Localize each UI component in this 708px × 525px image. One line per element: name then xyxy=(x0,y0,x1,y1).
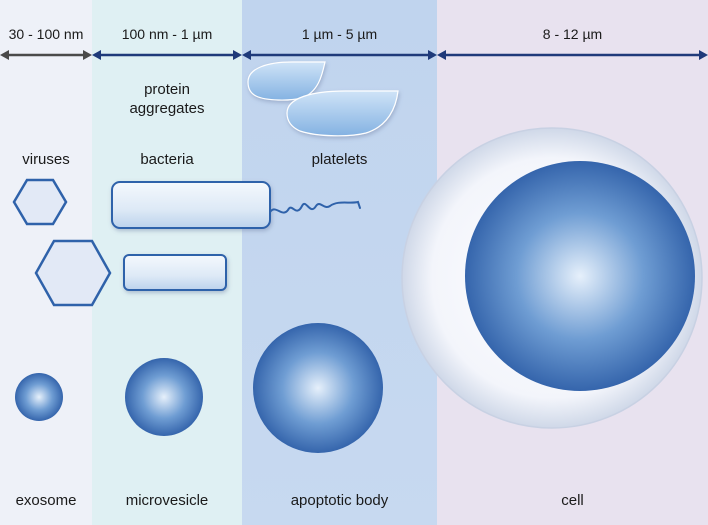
label-bacteria: bacteria xyxy=(140,151,194,168)
exosome-shape xyxy=(15,373,63,421)
size-range-exosome: 30 - 100 nm xyxy=(8,26,84,42)
label-aggregates: aggregates xyxy=(129,100,205,117)
bacterium-shape xyxy=(123,254,227,291)
size-range-apoptotic-body: 1 µm - 5 µm xyxy=(301,26,378,42)
flagellum-shape xyxy=(269,200,361,214)
virus-shape xyxy=(12,178,68,226)
scale-arrow-microvesicle xyxy=(92,50,242,60)
scale-arrow-cell xyxy=(437,50,708,60)
name-cell: cell xyxy=(561,492,584,509)
name-microvesicle: microvesicle xyxy=(125,492,209,509)
virus-shape xyxy=(34,239,112,307)
cell-nucleus-shape xyxy=(465,161,695,391)
scale-arrow-apoptotic-body xyxy=(242,50,437,60)
name-exosome: exosome xyxy=(15,492,77,509)
bacterium-shape xyxy=(111,181,271,229)
label-viruses: viruses xyxy=(22,151,70,168)
label-protein: protein xyxy=(144,81,190,98)
platelet-shape xyxy=(286,90,399,137)
size-range-cell: 8 - 12 µm xyxy=(542,26,603,42)
microvesicle-shape xyxy=(125,358,203,436)
apoptotic-body-shape xyxy=(253,323,383,453)
scale-arrow-exosome xyxy=(0,50,92,60)
name-apoptotic-body: apoptotic body xyxy=(290,492,389,509)
size-range-microvesicle: 100 nm - 1 µm xyxy=(121,26,213,42)
label-platelets: platelets xyxy=(311,151,368,168)
